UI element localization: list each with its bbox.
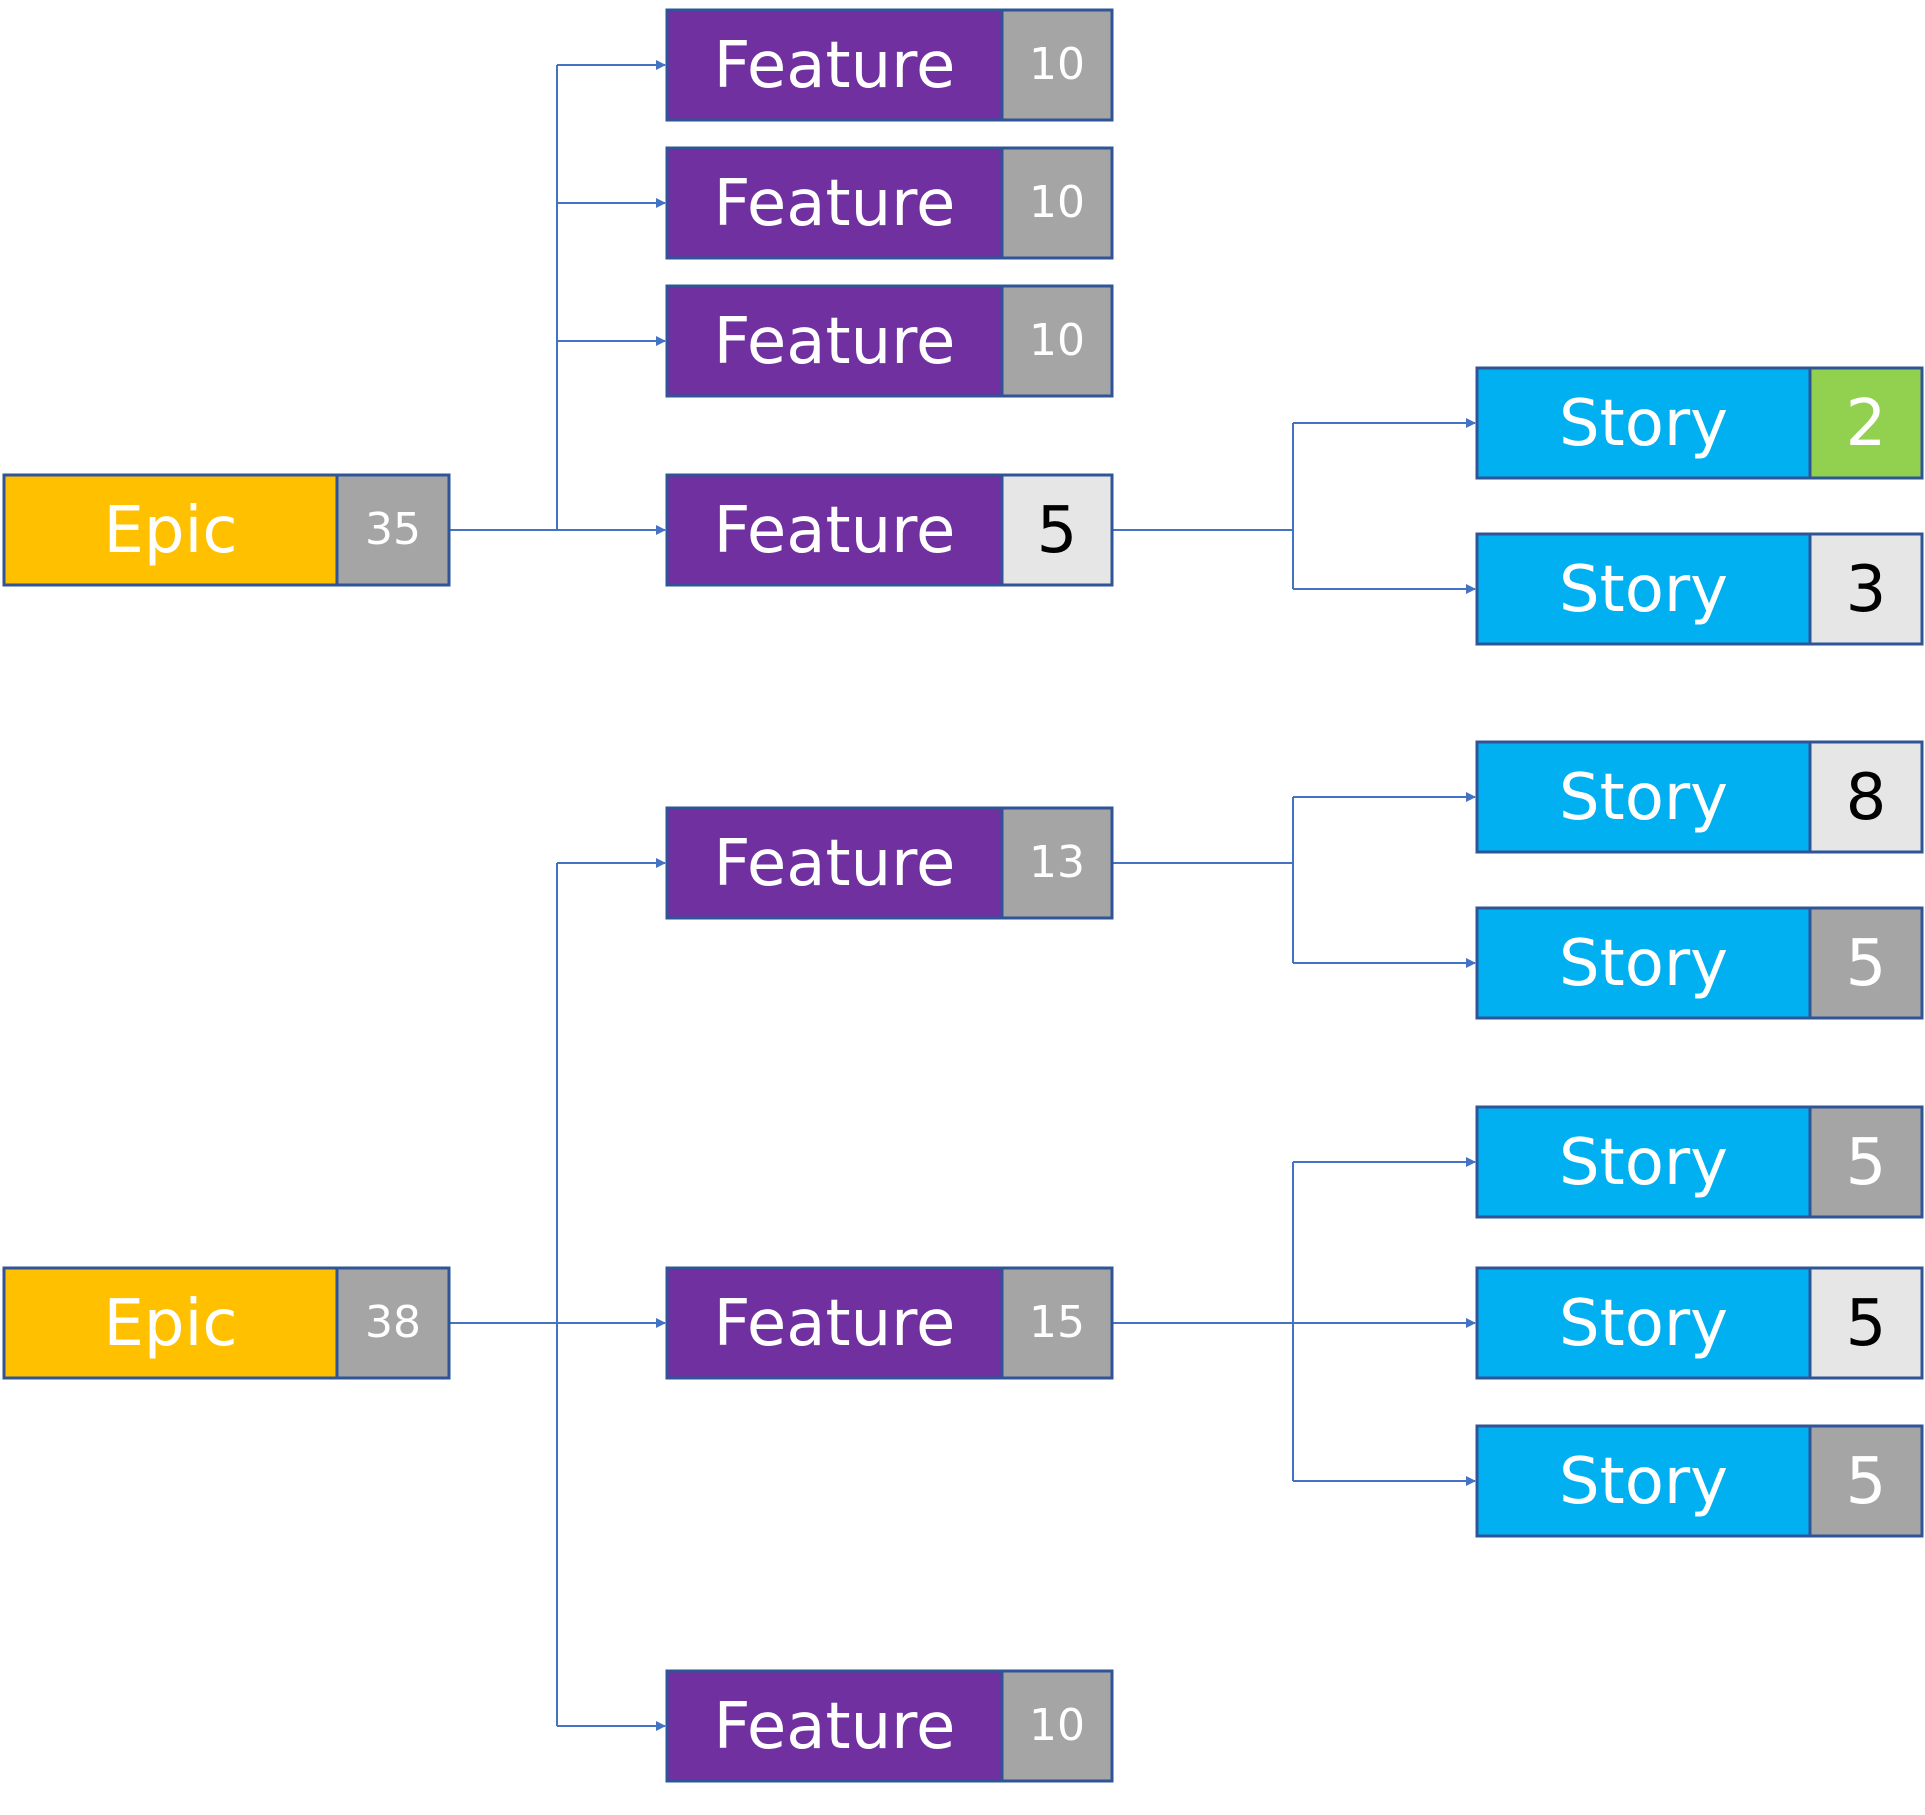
feature-node: Feature 15 — [665, 1266, 1114, 1380]
story-points: 5 — [1846, 1445, 1887, 1519]
story-label: Story — [1559, 761, 1728, 835]
feature-points: 5 — [1037, 494, 1078, 568]
story-points: 5 — [1846, 927, 1887, 1001]
feature-node: Feature 10 — [665, 146, 1114, 260]
epic-points: 35 — [365, 504, 421, 555]
epic-label-box — [2, 1266, 339, 1380]
story-label: Story — [1559, 927, 1728, 1001]
story-points: 5 — [1846, 1287, 1887, 1361]
feature-label: Feature — [714, 305, 956, 379]
epic-points: 38 — [365, 1297, 421, 1348]
feature-label: Feature — [714, 1287, 956, 1361]
feature-label: Feature — [714, 827, 956, 901]
feature-points: 13 — [1029, 837, 1085, 888]
story-label: Story — [1559, 387, 1728, 461]
feature-points-badge — [1000, 284, 1114, 398]
connectors — [449, 60, 1476, 1731]
feature-label: Feature — [714, 494, 956, 568]
story-node: Story 5 — [1475, 1266, 1924, 1380]
story-label: Story — [1559, 1287, 1728, 1361]
story-points: 2 — [1846, 387, 1887, 461]
feature-points: 10 — [1029, 39, 1085, 90]
story-points-badge — [1808, 906, 1924, 1020]
feature-node: Feature 10 — [665, 1669, 1114, 1783]
feature-points-badge — [1000, 1266, 1114, 1380]
story-node: Story 8 — [1475, 740, 1924, 854]
story-points: 3 — [1846, 553, 1887, 627]
epic-label-box — [2, 473, 339, 587]
story-node: Story 5 — [1475, 1424, 1924, 1538]
feature-label-box — [665, 806, 1004, 920]
feature-points-badge — [1000, 146, 1114, 260]
story-label: Story — [1559, 1445, 1728, 1519]
story-points-badge — [1808, 1424, 1924, 1538]
story-points: 5 — [1846, 1126, 1887, 1200]
epic-node: Epic 38 — [2, 1266, 451, 1380]
feature-node: Feature 10 — [665, 284, 1114, 398]
epic-node: Epic 35 — [2, 473, 451, 587]
epic-label: Epic — [103, 1287, 237, 1361]
story-label-box — [1475, 906, 1812, 1020]
story-points-badge — [1808, 1105, 1924, 1219]
feature-node: Feature 5 — [665, 473, 1114, 587]
feature-label: Feature — [714, 29, 956, 103]
story-node: Story 5 — [1475, 906, 1924, 1020]
feature-label: Feature — [714, 167, 956, 241]
feature-label-box — [665, 284, 1004, 398]
story-node: Story 3 — [1475, 532, 1924, 646]
epic-label: Epic — [103, 494, 237, 568]
feature-label-box — [665, 1266, 1004, 1380]
feature-points-badge — [1000, 806, 1114, 920]
feature-points-badge — [1000, 8, 1114, 122]
feature-label-box — [665, 473, 1004, 587]
story-points-badge — [1808, 532, 1924, 646]
feature-node: Feature 13 — [665, 806, 1114, 920]
story-label-box — [1475, 366, 1812, 480]
epic-points-badge — [335, 473, 451, 587]
feature-points: 10 — [1029, 177, 1085, 228]
feature-points: 10 — [1029, 1700, 1085, 1751]
story-node: Story 5 — [1475, 1105, 1924, 1219]
feature-points: 15 — [1029, 1297, 1085, 1348]
story-label-box — [1475, 740, 1812, 854]
story-label: Story — [1559, 553, 1728, 627]
feature-points: 10 — [1029, 315, 1085, 366]
story-node: Story 2 — [1475, 366, 1924, 480]
story-label-box — [1475, 532, 1812, 646]
feature-label: Feature — [714, 1690, 956, 1764]
story-label-box — [1475, 1424, 1812, 1538]
story-label-box — [1475, 1266, 1812, 1380]
feature-points-badge — [1000, 473, 1114, 587]
feature-points-badge — [1000, 1669, 1114, 1783]
feature-node: Feature 10 — [665, 8, 1114, 122]
feature-label-box — [665, 8, 1004, 122]
story-points-badge — [1808, 366, 1924, 480]
story-points: 8 — [1846, 761, 1887, 835]
story-label: Story — [1559, 1126, 1728, 1200]
story-points-badge — [1808, 1266, 1924, 1380]
feature-label-box — [665, 1669, 1004, 1783]
epic-points-badge — [335, 1266, 451, 1380]
story-points-badge — [1808, 740, 1924, 854]
